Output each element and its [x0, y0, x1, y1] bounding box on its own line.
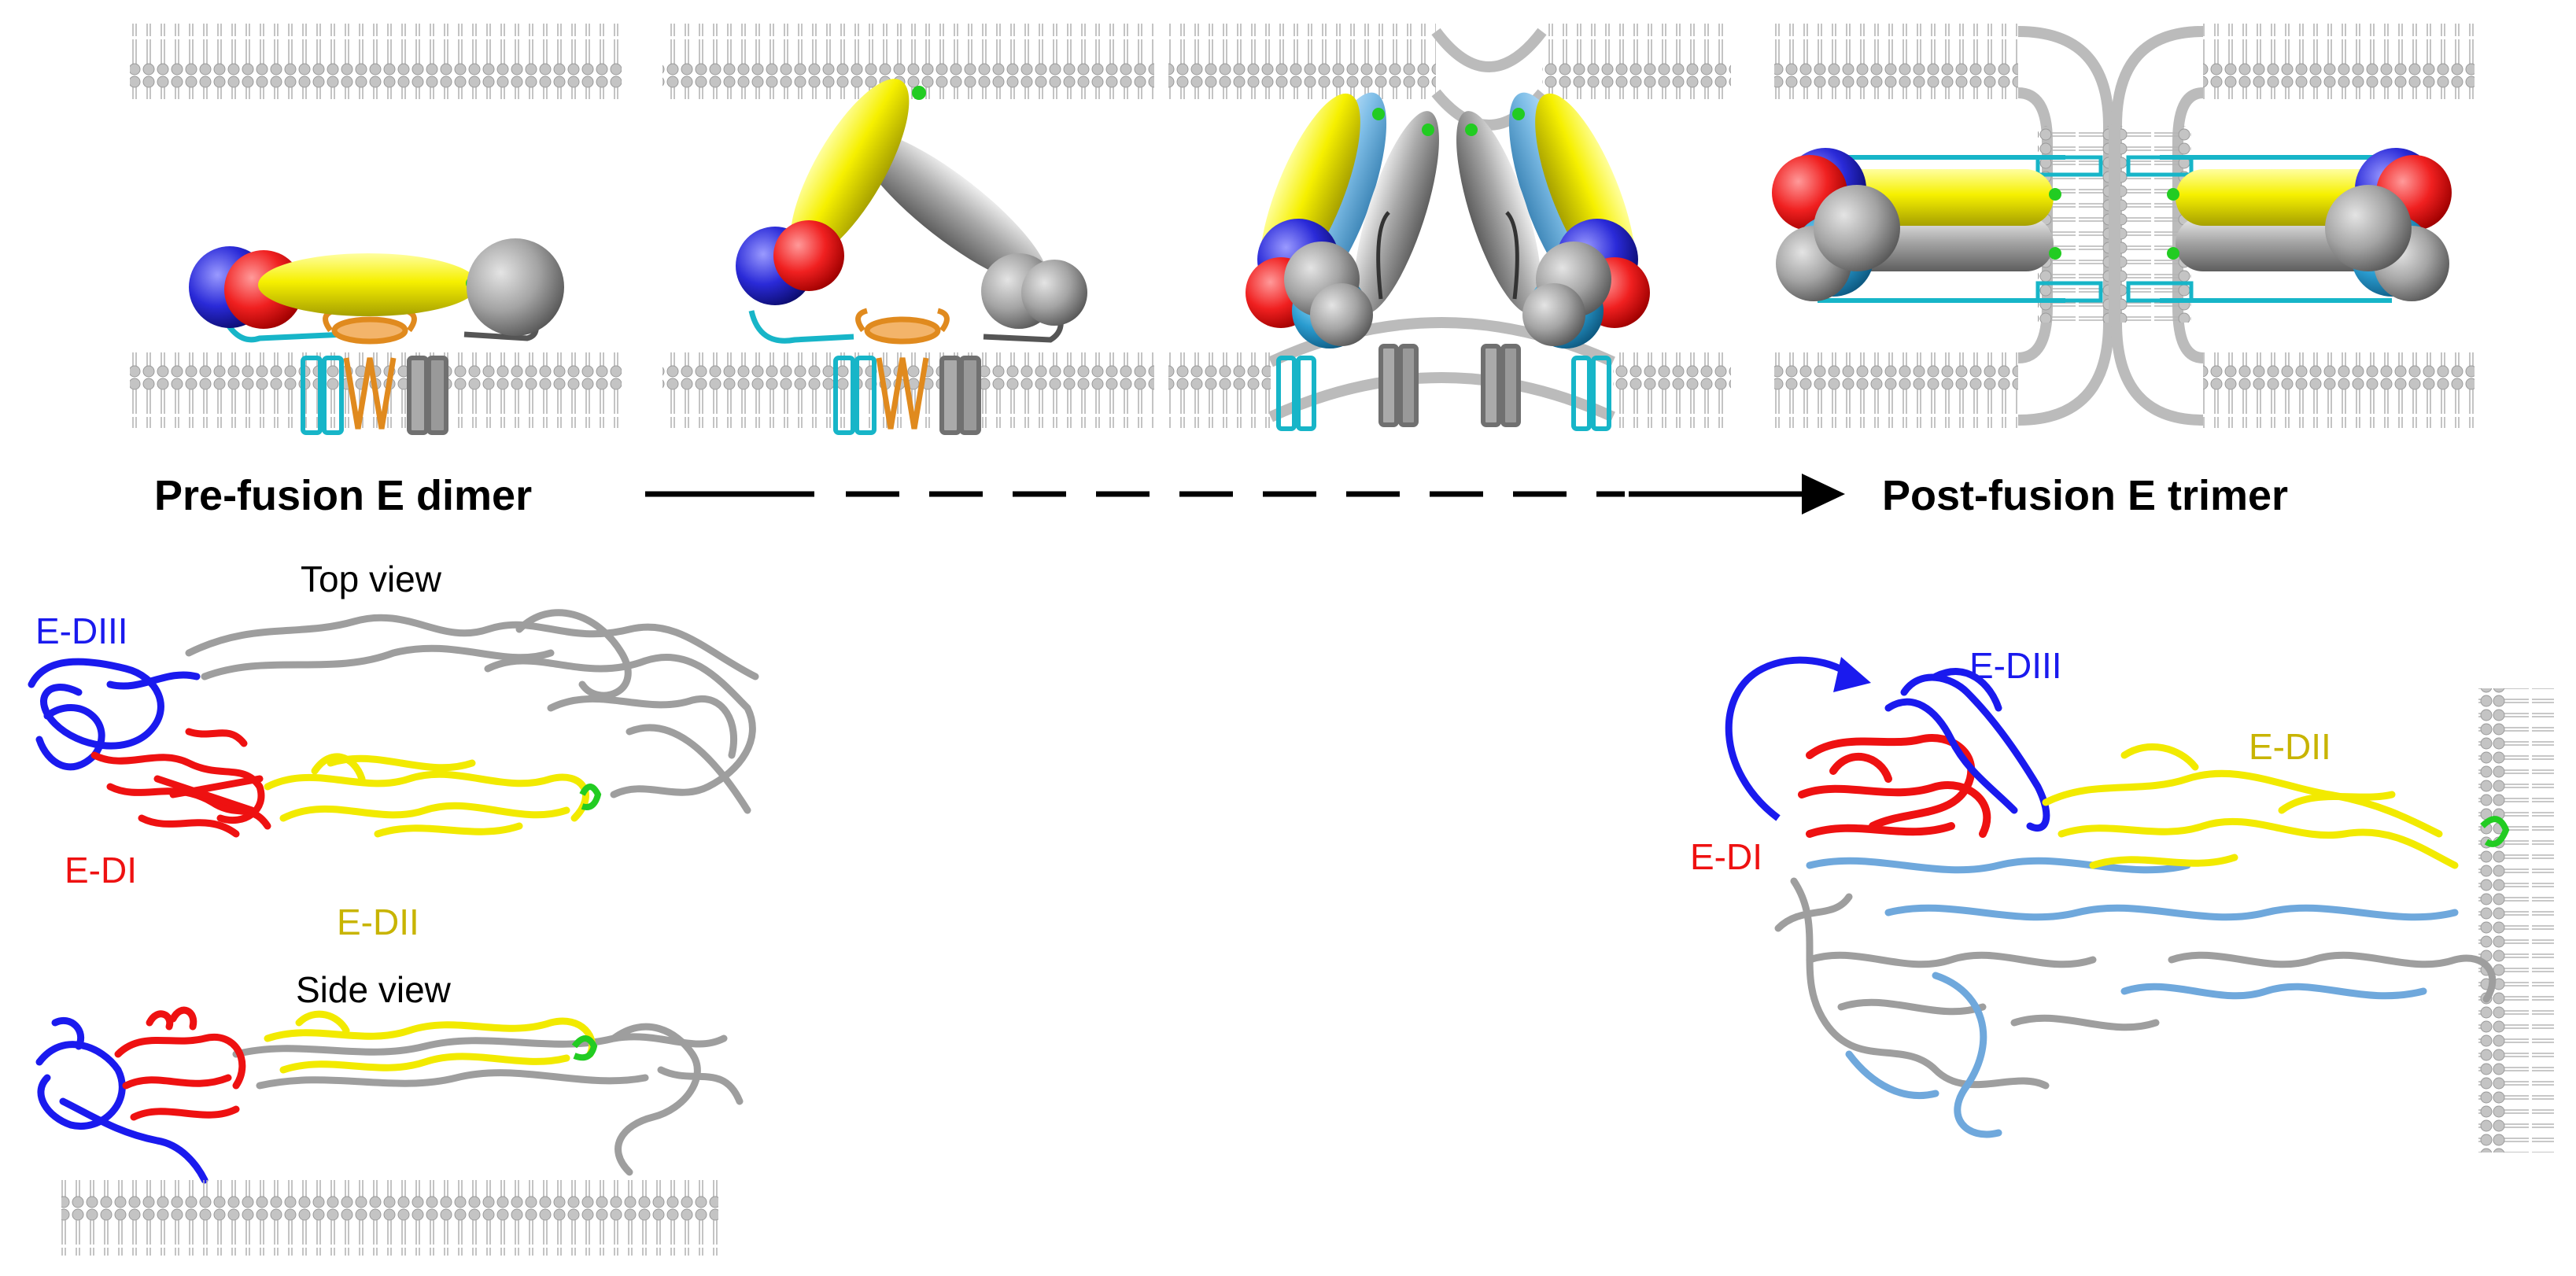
membrane-side-view [61, 1180, 718, 1256]
membrane-top-1 [130, 24, 622, 99]
top-view-label: Top view [301, 559, 442, 599]
ribbon-postfusion: E-DIII E-DI E-DII [1690, 645, 2554, 1152]
panel-postfusion [1772, 24, 2475, 428]
panel-intermediate-1 [662, 24, 1154, 435]
post-ediii-label: E-DIII [1969, 645, 2062, 686]
post-edii-label: E-DII [2249, 726, 2331, 767]
top-edii-label: E-DII [337, 902, 419, 942]
top-ediii-label: E-DIII [35, 610, 128, 651]
panel-prefusion [130, 24, 622, 435]
rotation-arrow-icon [1725, 656, 1855, 821]
dashed-arrow-icon [645, 474, 1845, 514]
ribbon-top-view: Top view E-D [28, 559, 759, 942]
edii-rod-1 [258, 253, 478, 316]
top-edi-label: E-DI [65, 850, 137, 891]
side-view-label: Side view [296, 969, 452, 1010]
orange-membrane-protein [323, 308, 417, 430]
postfusion-title: Post-fusion E trimer [1882, 472, 2288, 519]
post-edi-label: E-DI [1690, 836, 1762, 877]
prefusion-title: Pre-fusion E dimer [154, 472, 532, 519]
membrane-vertical [2478, 688, 2554, 1152]
ribbon-side-view: Side view [35, 969, 744, 1256]
panel-intermediate-2 [1168, 24, 1731, 431]
